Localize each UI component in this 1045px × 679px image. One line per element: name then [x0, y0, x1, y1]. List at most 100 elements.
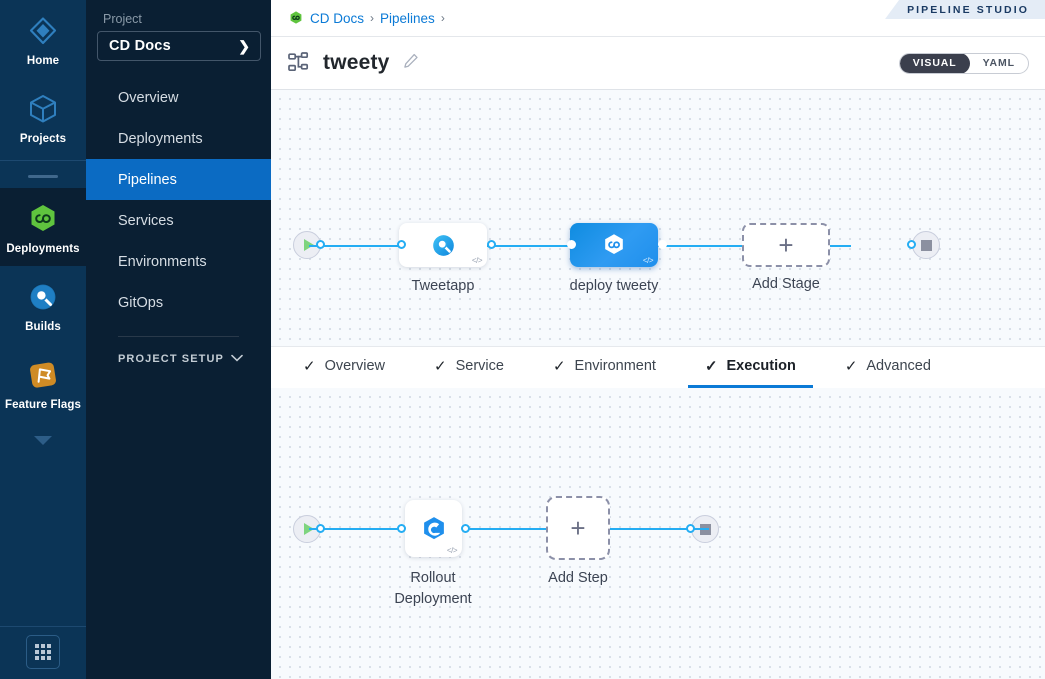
sidebar-item-label: GitOps — [118, 294, 164, 311]
rail-item-feature-flags-label: Feature Flags — [4, 399, 82, 411]
connector-dot — [658, 240, 667, 249]
breadcrumb-separator: › — [370, 11, 375, 25]
sidebar-caption: Project — [103, 12, 142, 26]
connector-dot — [397, 524, 406, 533]
chevron-right-icon: ❯ — [238, 38, 250, 54]
sidebar-item-deployments[interactable]: Deployments — [86, 118, 271, 159]
rail-item-home[interactable]: Home — [0, 0, 86, 78]
check-icon: ✓ — [434, 357, 447, 375]
rail-item-projects[interactable]: Projects — [0, 78, 86, 156]
sidebar-item-label: Overview — [118, 89, 179, 106]
primary-nav-rail: Home Projects — [0, 0, 86, 679]
sidebar-item-gitops[interactable]: GitOps — [86, 282, 271, 323]
yaml-code-badge: </> — [642, 256, 654, 265]
toggle-option-yaml[interactable]: YAML — [982, 57, 1015, 69]
tab-environment[interactable]: ✓ Environment — [536, 347, 673, 388]
sidebar-project-setup-label: PROJECT SETUP — [118, 353, 224, 365]
stage-canvas[interactable]: </> Tweetapp </> deploy tweet — [271, 90, 1045, 346]
sidebar-item-environments[interactable]: Environments — [86, 241, 271, 282]
step-node-label: Rollout Deployment — [358, 568, 508, 610]
check-icon: ✓ — [303, 357, 316, 375]
connector-dot — [907, 240, 916, 249]
app-grid-icon[interactable] — [26, 635, 60, 669]
step-node-rollout-deployment[interactable]: </> — [405, 500, 462, 557]
pipeline-end-node[interactable] — [912, 231, 940, 259]
add-stage-button[interactable]: + — [742, 223, 830, 267]
cd-deploy-icon — [600, 231, 628, 259]
check-icon: ✓ — [844, 357, 858, 375]
chevron-down-icon — [231, 353, 243, 365]
yaml-code-badge: </> — [471, 256, 483, 265]
tab-service[interactable]: ✓ Service — [417, 347, 521, 388]
rail-bottom-bar — [0, 626, 86, 679]
home-diamond-icon — [26, 14, 60, 48]
rail-item-builds-label: Builds — [25, 321, 61, 333]
connector-dot — [567, 240, 576, 249]
connector-line — [581, 528, 696, 530]
feature-flag-icon — [26, 358, 60, 392]
play-icon — [303, 239, 314, 251]
tab-execution[interactable]: ✓ Execution — [687, 347, 813, 388]
connector-dot — [686, 524, 695, 533]
step-node-label-line2: Deployment — [394, 591, 472, 607]
builds-circle-icon — [26, 280, 60, 314]
view-mode-toggle[interactable]: VISUAL YAML — [898, 52, 1029, 74]
tab-label: Environment — [574, 358, 656, 374]
stage-node-deploy-tweety[interactable]: </> — [570, 223, 658, 267]
chevron-down-icon[interactable] — [30, 432, 56, 453]
rail-item-builds[interactable]: Builds — [0, 266, 86, 344]
tab-label: Service — [455, 358, 504, 374]
step-canvas[interactable]: </> Rollout Deployment + Add Step — [271, 388, 1045, 679]
yaml-code-badge: </> — [446, 546, 458, 555]
pencil-icon[interactable] — [403, 53, 419, 74]
tab-overview[interactable]: ✓ Overview — [286, 347, 402, 388]
sidebar-item-pipelines[interactable]: Pipelines — [86, 159, 271, 200]
check-icon: ✓ — [704, 357, 718, 375]
sidebar-item-label: Pipelines — [118, 171, 177, 188]
stage-node-label: deploy tweety — [569, 278, 659, 294]
pipeline-studio-badge: PIPELINE STUDIO — [885, 0, 1045, 19]
connector-dot — [316, 524, 325, 533]
connector-dot — [316, 240, 325, 249]
cube-icon — [26, 92, 60, 126]
breadcrumb-bar: CD Docs › Pipelines › PIPELINE STUDIO — [271, 0, 1045, 36]
rail-handle — [28, 175, 58, 178]
sidebar-item-services[interactable]: Services — [86, 200, 271, 241]
add-stage-label: Add Stage — [752, 276, 820, 292]
project-selector[interactable]: CD Docs ❯ — [97, 31, 261, 61]
breadcrumb-link-cd-docs[interactable]: CD Docs — [310, 10, 365, 26]
pipeline-title-bar: tweety VISUAL YAML — [271, 36, 1045, 90]
connector-line — [471, 245, 661, 247]
stage-node-tweetapp[interactable]: </> — [399, 223, 487, 267]
step-start-node[interactable] — [293, 515, 321, 543]
sidebar-item-label: Deployments — [118, 130, 203, 147]
connector-dot — [397, 240, 406, 249]
connector-dot — [461, 524, 470, 533]
tab-advanced[interactable]: ✓ Advanced — [828, 347, 948, 388]
project-sidebar: Project CD Docs ❯ Overview Deployments P… — [86, 0, 271, 679]
breadcrumb: CD Docs › Pipelines › — [288, 10, 445, 26]
sidebar-item-label: Services — [118, 212, 174, 229]
add-step-label: Add Step — [548, 570, 608, 586]
tab-label: Overview — [324, 358, 386, 374]
pipeline-nodes-icon — [288, 52, 312, 74]
sidebar-item-label: Environments — [118, 253, 207, 270]
sidebar-divider — [118, 336, 239, 337]
rail-divider — [0, 160, 86, 161]
rail-item-deployments[interactable]: Deployments — [0, 188, 86, 266]
rail-item-feature-flags[interactable]: Feature Flags — [0, 344, 86, 422]
add-step-button[interactable]: + — [546, 496, 610, 560]
stop-icon — [920, 239, 932, 251]
tab-label: Advanced — [866, 358, 931, 374]
breadcrumb-separator: › — [440, 11, 445, 25]
toggle-option-visual[interactable]: VISUAL — [899, 53, 970, 73]
step-node-label-line1: Rollout — [410, 570, 456, 586]
stage-node-label: Tweetapp — [411, 278, 475, 294]
ci-build-icon — [430, 232, 457, 259]
check-icon: ✓ — [552, 357, 566, 375]
sidebar-item-overview[interactable]: Overview — [86, 77, 271, 118]
connector-dot — [487, 240, 496, 249]
sidebar-project-setup[interactable]: PROJECT SETUP — [86, 347, 271, 371]
breadcrumb-link-pipelines[interactable]: Pipelines — [380, 10, 435, 26]
